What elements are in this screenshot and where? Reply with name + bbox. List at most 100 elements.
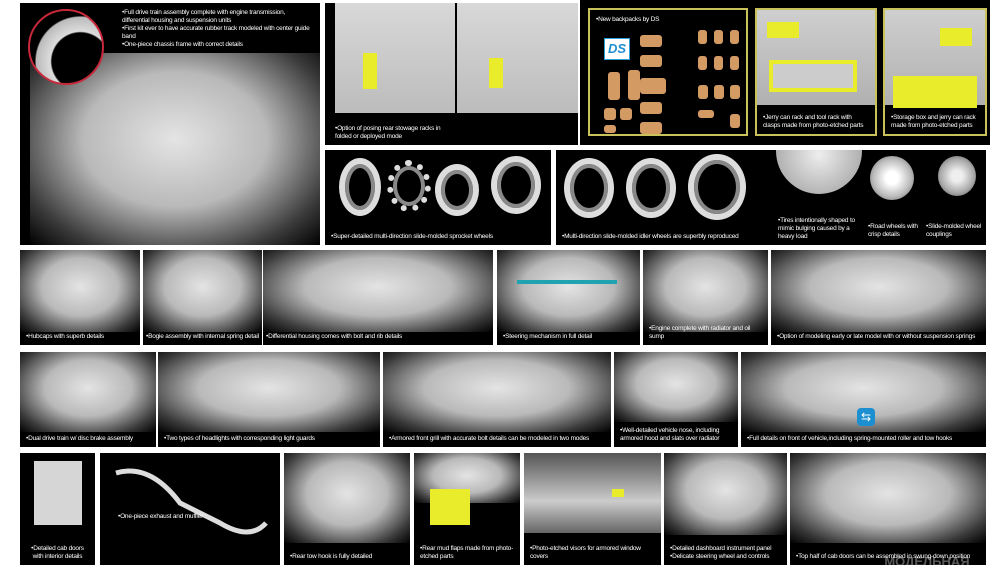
dashboard-caption: •Detailed dashboard instrument panel•Del… [670, 545, 781, 561]
jerry-rack-caption: •Jerry can rack and tool rack with clasp… [763, 114, 864, 129]
caption-line: •Full drive train assembly complete with… [122, 9, 286, 24]
idler-wheel [688, 154, 746, 220]
bogie-image [143, 250, 262, 332]
headlights-caption: •Two types of headlights with correspond… [164, 435, 315, 442]
steering-caption: •Steering mechanism in full detail [503, 333, 593, 340]
backpacks-caption: •New backpacks by DS [596, 16, 660, 23]
top-half-image [790, 453, 986, 543]
exhaust-caption: •One-piece exhaust and muffler [118, 513, 204, 520]
panel-dual-drive: •Dual drive train w/ disc brake assembly [20, 352, 156, 447]
rack-highlight [363, 53, 377, 89]
differential-caption: •Differential housing comes with bolt an… [266, 333, 403, 340]
visor-highlight [612, 489, 624, 497]
cab-door-image [34, 461, 82, 525]
road-wheels-caption: •Road wheels with crisp details [868, 223, 918, 238]
backpack [640, 35, 662, 47]
panel-grill: •Armored front grill with accurate bolt … [383, 352, 611, 447]
backpack [604, 108, 616, 120]
backpack [640, 102, 662, 114]
nose-caption: •Well-detailed vehicle nose, including a… [620, 427, 720, 442]
panel-sprocket: •Super-detailed multi-direction slide-mo… [325, 150, 551, 245]
panel-suspension: •Option of modeling early or late model … [771, 250, 986, 345]
panel-tow-hook: •Rear tow hook is fully detailed [284, 453, 410, 565]
steering-image [497, 250, 640, 332]
panel-jerry-rack: •Jerry can rack and tool rack with clasp… [755, 8, 877, 136]
steering-linkage-highlight [517, 280, 617, 284]
sprocket-wheel [435, 164, 479, 216]
stowage-image [457, 3, 578, 113]
suspension-image [771, 250, 986, 332]
backpack [698, 85, 708, 99]
track-closeup-icon [28, 9, 104, 85]
panel-front: ⇆•Full details on front of vehicle,inclu… [741, 352, 986, 447]
chassis-image [30, 53, 320, 245]
top-half-caption: •Top half of cab doors can be assembled … [796, 553, 971, 560]
idler-caption: •Multi-direction slide-molded idler whee… [562, 233, 739, 240]
couplings-caption: •Slide-molded wheel couplings [926, 223, 982, 238]
sprocket-wheel [387, 160, 431, 212]
storage-box-highlight [893, 76, 977, 108]
engine-image [643, 250, 768, 332]
jerry-can-rack-highlight [940, 28, 972, 46]
sprocket-wheel [491, 156, 541, 214]
backpack [698, 110, 714, 118]
mud-flap-highlight [430, 489, 470, 525]
sprocket-wheel [339, 158, 381, 216]
tow-hook-caption: •Rear tow hook is fully detailed [290, 553, 373, 560]
panel-wheels: •Multi-direction slide-molded idler whee… [556, 150, 986, 245]
storage-box-caption: •Storage box and jerry can rack made fro… [891, 114, 976, 129]
headlights-image [158, 352, 380, 432]
panel-stowage: •Option of posing rear stowage racks in … [325, 3, 578, 145]
panel-nose: •Well-detailed vehicle nose, including a… [614, 352, 738, 447]
tool-rack-highlight [769, 60, 857, 92]
backpack [628, 70, 640, 100]
panel-dashboard: •Detailed dashboard instrument panel•Del… [664, 453, 787, 565]
stowage-image [335, 3, 455, 113]
panel-visors: •Photo-etched visors for armored window … [524, 453, 661, 565]
bogie-caption: •Bogie assembly with internal spring det… [146, 333, 259, 340]
dual-drive-image [20, 352, 156, 432]
panel-hubcaps: •Hubcaps with superb details [20, 250, 140, 345]
visors-caption: •Photo-etched visors for armored window … [530, 545, 641, 560]
caption-line: •Delicate steering wheel and controls [670, 553, 770, 560]
hubcap-image [20, 250, 140, 332]
swap-icon: ⇆ [857, 408, 875, 426]
backpack [714, 30, 723, 44]
panel-exhaust: •One-piece exhaust and muffler [100, 453, 280, 565]
tow-hook-image [284, 453, 410, 543]
panel-drive-train: •Full drive train assembly complete with… [20, 3, 320, 245]
jerry-can-rack-highlight [767, 22, 799, 38]
grill-caption: •Armored front grill with accurate bolt … [389, 435, 590, 442]
cab-doors-caption: •Detailed cab doors with interior detail… [31, 545, 84, 560]
idler-wheel [564, 158, 614, 218]
backpack [604, 125, 616, 133]
backpack [640, 122, 662, 134]
panel-differential: •Differential housing comes with bolt an… [263, 250, 493, 345]
panel-storage-box: •Storage box and jerry can rack made fro… [883, 8, 987, 136]
dashboard-image [664, 453, 787, 535]
nose-image [614, 352, 738, 422]
backpack [730, 85, 740, 99]
backpack [714, 56, 723, 70]
rack-highlight [489, 58, 503, 88]
sprocket-caption: •Super-detailed multi-direction slide-mo… [331, 233, 493, 240]
panel-cab-doors: •Detailed cab doors with interior detail… [20, 453, 95, 565]
backpack [714, 85, 724, 99]
dual-drive-caption: •Dual drive train w/ disc brake assembly [26, 435, 133, 442]
caption-line: •One-piece chassis frame with correct de… [122, 41, 243, 48]
panel-engine: •Engine complete with radiator and oil s… [643, 250, 768, 345]
panel-headlights: •Two types of headlights with correspond… [158, 352, 380, 447]
caption-line: •Detailed dashboard instrument panel [670, 545, 772, 552]
backpack [698, 56, 707, 70]
backpack [698, 30, 707, 44]
tires-caption: •Tires intentionally shaped to mimic bul… [778, 217, 855, 240]
drive-train-caption: •Full drive train assembly complete with… [122, 9, 310, 49]
suspension-caption: •Option of modeling early or late model … [777, 333, 976, 340]
mud-flaps-caption: •Rear mud flaps made from photo-etched p… [420, 545, 514, 560]
exhaust-image [115, 468, 268, 535]
ds-logo: DS [604, 38, 630, 60]
panel-bogie: •Bogie assembly with internal spring det… [143, 250, 262, 345]
backpack [640, 55, 662, 67]
backpack [730, 56, 739, 70]
backpack [608, 72, 620, 100]
